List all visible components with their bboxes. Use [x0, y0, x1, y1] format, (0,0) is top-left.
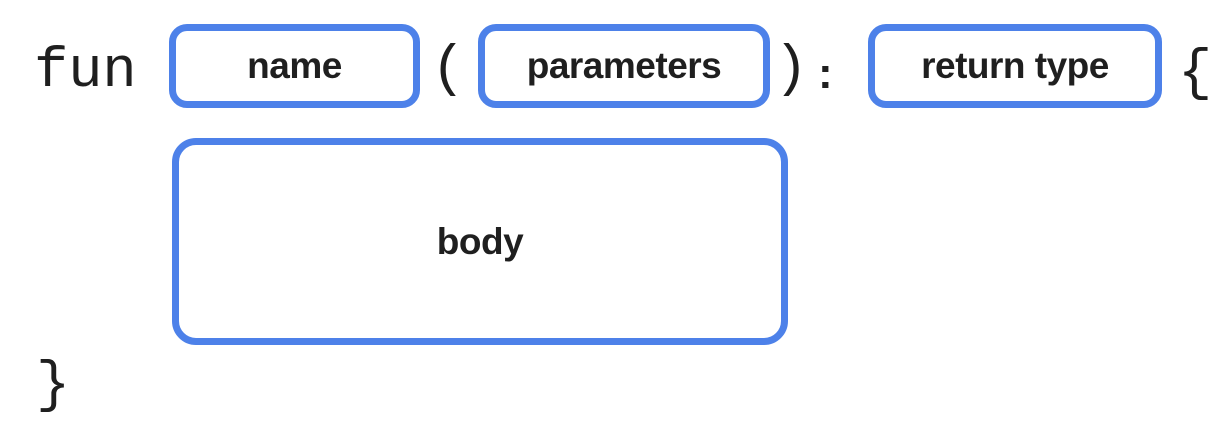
parameters-label: parameters — [526, 45, 722, 86]
open-paren: ( — [431, 38, 466, 102]
fun-keyword: fun — [34, 40, 137, 104]
body-label: body — [436, 220, 524, 262]
name-label: name — [247, 45, 342, 86]
return-type-label: return type — [921, 45, 1109, 86]
close-brace: } — [36, 354, 71, 418]
close-paren: ) — [774, 38, 809, 102]
return-type-box: return type — [868, 24, 1162, 108]
colon-separator: : — [818, 49, 833, 98]
open-brace: { — [1178, 42, 1213, 106]
body-box: body — [172, 138, 788, 345]
parameters-box: parameters — [478, 24, 770, 108]
name-box: name — [169, 24, 420, 108]
